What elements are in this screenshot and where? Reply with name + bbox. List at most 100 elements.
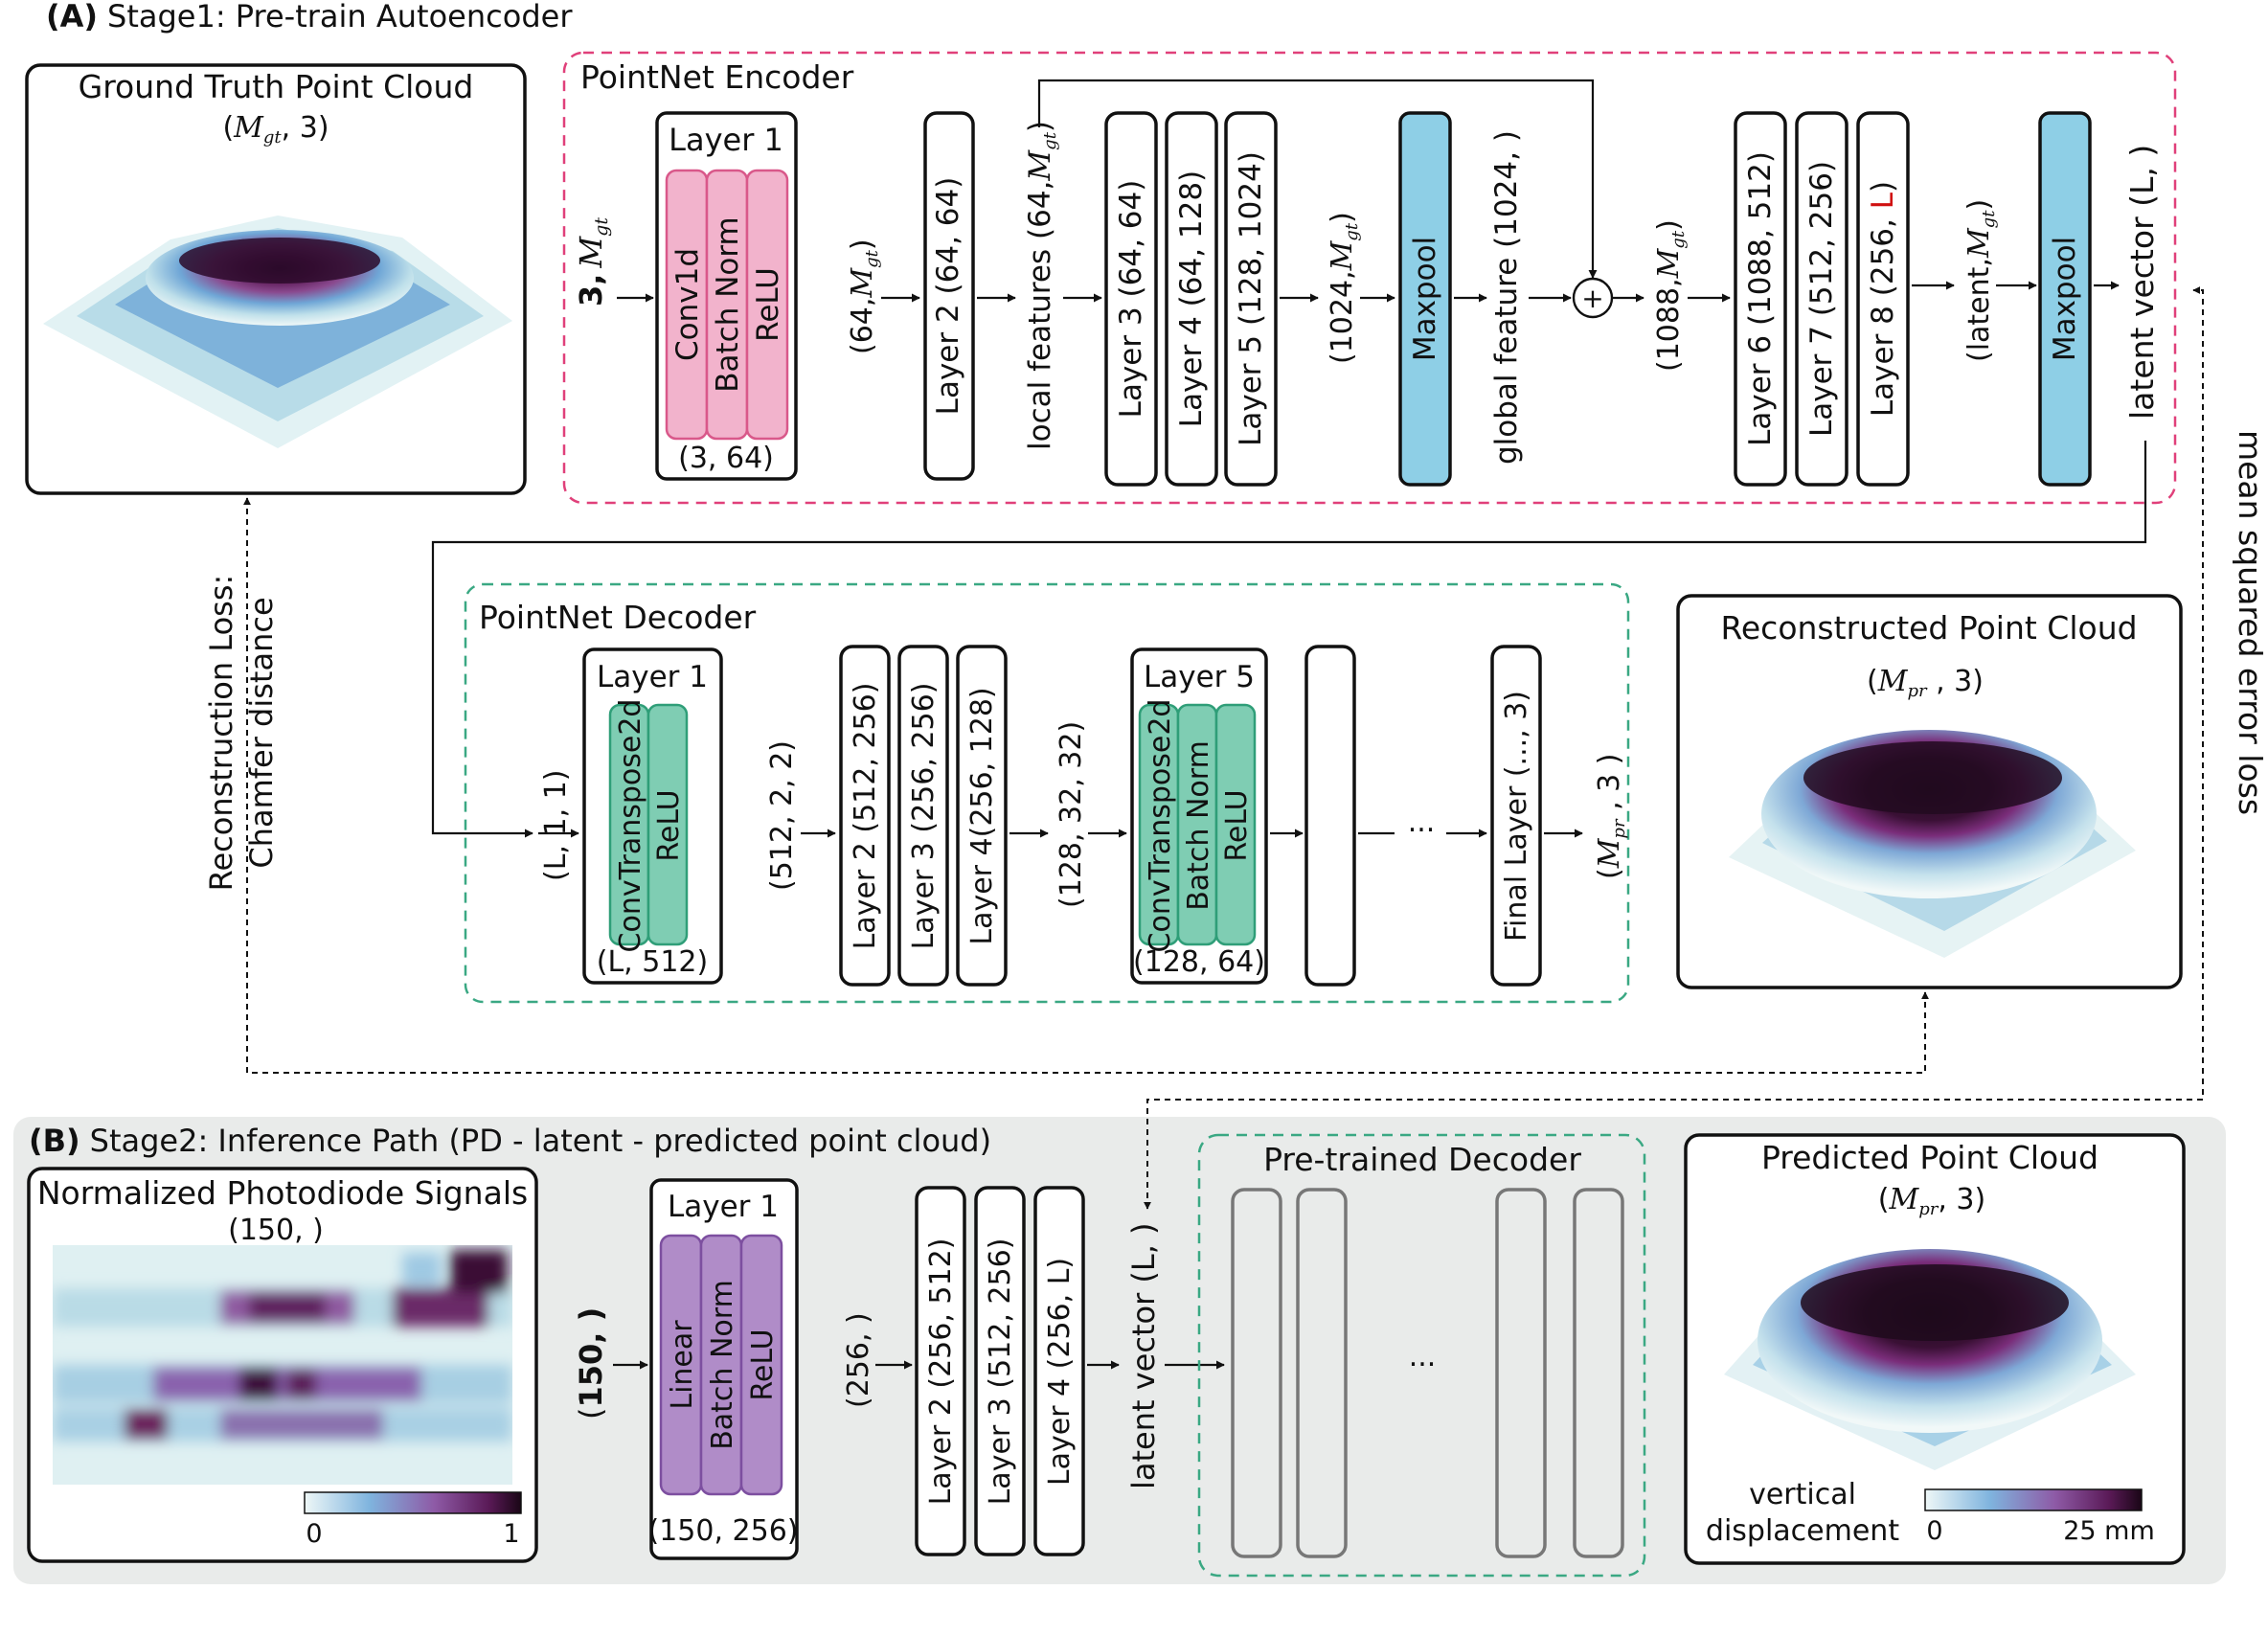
decoder-layer6-box xyxy=(1304,645,1356,987)
stage2-layer4-box xyxy=(1033,1186,1085,1556)
dec-after-l1-shape: (512, 2, 2) xyxy=(765,740,799,891)
encoder-layer8-label: Layer 8 (256, L) xyxy=(1866,181,1900,417)
encoder-layer6-label: Layer 6 (1088, 512) xyxy=(1743,151,1778,446)
decoder-input-shape: (L, 1, 1) xyxy=(539,770,573,881)
displacement-cbar-max: 25 mm xyxy=(2063,1516,2155,1546)
ground-truth-title: Ground Truth Point Cloud xyxy=(79,68,474,105)
op-relu xyxy=(745,169,789,441)
decoder-layer4-label: Layer 4(256, 128) xyxy=(965,687,999,944)
local-features-label: local features (64,Mgt) xyxy=(1023,121,1060,450)
decoder-layer1-shape: (L, 512) xyxy=(597,945,708,979)
encoder-layer1-title: Layer 1 xyxy=(669,122,783,158)
stage2-layer4-label: Layer 4 (256, L) xyxy=(1043,1258,1077,1486)
displacement-cbar-min: 0 xyxy=(1926,1516,1942,1546)
decoder-dots: ... xyxy=(1408,806,1436,839)
encoder-layer1-shape: (3, 64) xyxy=(678,442,774,475)
op-relu-label: ReLU xyxy=(751,267,785,342)
decoder-layer5-shape: (128, 64) xyxy=(1133,945,1265,979)
enc-after-l1-shape: (64,Mgt) xyxy=(846,238,882,354)
colorbar-label-2: displacement xyxy=(1706,1514,1899,1548)
decoder-layer5-title: Layer 5 xyxy=(1144,660,1255,694)
op-convtranspose2d-label: ConvTranspose2d xyxy=(614,699,647,953)
enc-after-l5-shape: (1024,Mgt) xyxy=(1326,212,1362,364)
dec-after-l4-shape: (128, 32, 32) xyxy=(1055,721,1088,908)
photodiode-cbar-min: 0 xyxy=(306,1519,322,1549)
op-relu-dec1-label: ReLU xyxy=(652,789,686,861)
op-convtranspose2d-l5-label: ConvTranspose2d xyxy=(1144,699,1177,953)
op-relu-s2-label: ReLU xyxy=(746,1328,780,1400)
decoder-layer1-title: Layer 1 xyxy=(597,660,708,694)
ground-truth-shape: (Mgt, 3) xyxy=(222,111,329,148)
photodiode-heatmap xyxy=(53,1245,512,1485)
latent-shape: (latent,Mgt) xyxy=(1962,199,1999,362)
encoder-maxpool2-label: Maxpool xyxy=(2048,237,2082,361)
encoder-maxpool-label: Maxpool xyxy=(1408,237,1442,361)
decoder-layer3-box xyxy=(897,645,949,987)
encoder-layer2-label: Layer 2 (64, 64) xyxy=(931,177,965,416)
stage2-background xyxy=(13,1117,2226,1584)
stage2-layer3-box xyxy=(974,1186,1026,1556)
reconstructed-shape: (Mpr , 3) xyxy=(1867,665,1984,701)
stage2-layer3-label: Layer 3 (512, 256) xyxy=(984,1238,1017,1506)
stage2-layer1-title: Layer 1 xyxy=(668,1190,779,1224)
photodiode-colorbar xyxy=(304,1491,522,1514)
photodiode-cbar-max: 1 xyxy=(503,1519,519,1549)
stage2-after-l1-shape: (256, ) xyxy=(842,1312,875,1408)
stage2-latent-vector: latent vector (L, ) xyxy=(1125,1222,1162,1489)
mse-loss-connector xyxy=(1144,286,2204,1210)
decoder-container xyxy=(464,582,1630,1004)
chamfer-loss-label-1: Reconstruction Loss: xyxy=(203,575,239,892)
pretrained-decoder-title: Pre-trained Decoder xyxy=(1263,1141,1581,1178)
encoder-container xyxy=(562,51,2177,505)
op-relu-dec1 xyxy=(646,703,689,946)
photodiode-shape: (150, ) xyxy=(228,1214,324,1247)
encoder-layer7-label: Layer 7 (512, 256) xyxy=(1804,161,1839,437)
pretrained-layer-box-3 xyxy=(1495,1188,1547,1558)
reconstructed-surface xyxy=(1729,730,2136,958)
encoder-title: PointNet Encoder xyxy=(580,58,854,96)
stage2-layer2-box xyxy=(915,1186,966,1556)
chamfer-loss-connector xyxy=(243,497,1929,1074)
op-relu-l5-label: ReLU xyxy=(1220,789,1254,861)
predicted-title: Predicted Point Cloud xyxy=(1761,1139,2098,1176)
pretrained-layer-box-1 xyxy=(1231,1188,1282,1558)
op-relu-l5 xyxy=(1214,703,1257,946)
decoder-output-shape: (Mpr , 3 ) xyxy=(1593,753,1629,879)
chamfer-loss-label-2: Chamfer distance xyxy=(243,597,280,868)
encoder-layer3-label: Layer 3 (64, 64) xyxy=(1114,180,1148,419)
pretrained-dots: ... xyxy=(1409,1340,1437,1374)
pretrained-layer-box-4 xyxy=(1573,1188,1624,1558)
stage2-layer2-label: Layer 2 (256, 512) xyxy=(924,1238,958,1506)
pretrained-layer-box-2 xyxy=(1296,1188,1348,1558)
op-batchnorm-s2-label: Batch Norm xyxy=(706,1280,739,1450)
op-conv1d-label: Conv1d xyxy=(670,248,705,361)
encoder-latent-vector: latent vector (L, ) xyxy=(2123,145,2161,420)
decoder-final-layer-label: Final Layer (..., 3) xyxy=(1500,691,1533,942)
op-batchnorm-l5-label: Batch Norm xyxy=(1182,740,1215,911)
encoder-layer2-box xyxy=(923,111,975,481)
decoder-layer2-box xyxy=(839,645,891,987)
photodiode-title: Normalized Photodiode Signals xyxy=(37,1174,528,1212)
decoder-title: PointNet Decoder xyxy=(479,599,757,636)
mse-loss-label: mean squared error loss xyxy=(2232,430,2268,815)
op-linear-label: Linear xyxy=(666,1320,699,1410)
colorbar-label-1: vertical xyxy=(1749,1478,1856,1511)
pretrained-decoder-container xyxy=(1197,1133,1646,1578)
concat-plus-symbol: + xyxy=(1581,283,1603,314)
encoder-layer4-label: Layer 4 (64, 128) xyxy=(1174,170,1209,427)
concat-shape: (1088,Mgt) xyxy=(1652,219,1689,372)
encoder-layer5-label: Layer 5 (128, 1024) xyxy=(1234,151,1268,446)
displacement-colorbar xyxy=(1924,1488,2143,1511)
stage2-label: (B)Stage2: Inference Path (PD - latent -… xyxy=(29,1123,991,1159)
stage2-layer1-shape: (150, 256) xyxy=(647,1514,798,1548)
reconstructed-title: Reconstructed Point Cloud xyxy=(1720,609,2137,647)
decoder-layer2-label: Layer 2 (512, 256) xyxy=(849,683,882,950)
ground-truth-surface xyxy=(43,216,512,448)
stage2-input-shape: (150, ) xyxy=(573,1307,609,1419)
predicted-surface xyxy=(1724,1249,2136,1470)
decoder-layer4-box xyxy=(956,645,1008,987)
skip-connection-arrow xyxy=(1037,79,1598,279)
op-relu-s2 xyxy=(739,1234,783,1496)
